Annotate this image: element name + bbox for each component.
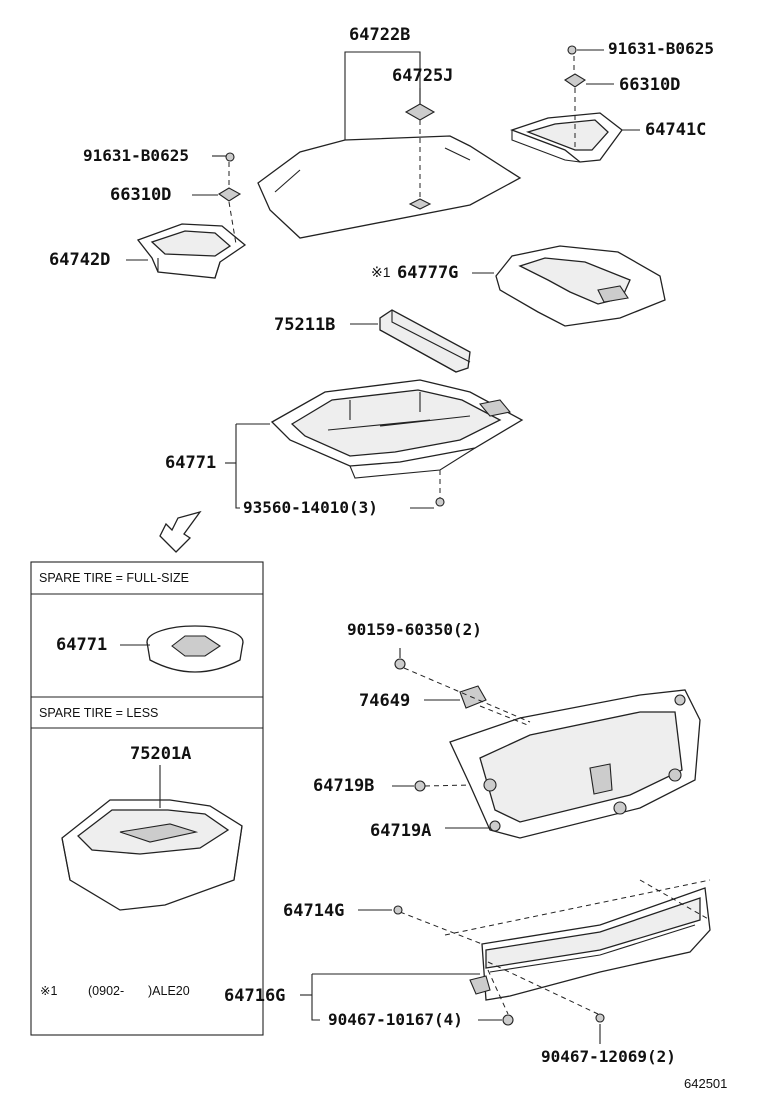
screws-bottom xyxy=(358,905,605,1044)
label-64722B: 64722B xyxy=(349,25,411,45)
label-75211B: 75211B xyxy=(274,315,336,335)
footnote-mark: ※1 xyxy=(40,984,58,998)
screw-right xyxy=(563,45,640,148)
label-90159: 90159-60350(2) xyxy=(347,620,482,639)
screw-left xyxy=(126,152,242,261)
diagram-id: 642501 xyxy=(684,1076,728,1091)
label-91631-right: 91631-B0625 xyxy=(608,39,714,58)
inset-label-75201A: 75201A xyxy=(130,744,192,764)
bolt-90159 xyxy=(394,648,531,723)
label-64719B: 64719B xyxy=(313,776,375,796)
cover-64777G xyxy=(472,245,666,327)
label-64716G: 64716G xyxy=(224,986,286,1006)
label-66310D-right: 66310D xyxy=(619,75,681,95)
leader-64722B xyxy=(344,51,421,140)
footnote-model: )ALE20 xyxy=(148,984,190,998)
lid-panel-64719A xyxy=(445,689,701,839)
label-74649: 74649 xyxy=(359,691,411,711)
inset-box xyxy=(30,561,264,1036)
clip-74649 xyxy=(424,685,531,727)
tray-64771 xyxy=(270,379,524,507)
bracket-75211B xyxy=(350,309,471,373)
label-93560: 93560-14010(3) xyxy=(243,498,378,517)
label-66310D-left: 66310D xyxy=(110,185,172,205)
label-64719A: 64719A xyxy=(370,821,432,841)
sill-plate-64716G xyxy=(399,879,711,1015)
label-64714G: 64714G xyxy=(283,901,345,921)
leader-64716G xyxy=(300,973,480,1021)
footnote-range: (0902- xyxy=(88,984,125,998)
clip-64719B xyxy=(392,780,471,792)
label-64771: 64771 xyxy=(165,453,217,473)
label-90467-10167: 90467-10167(4) xyxy=(328,1010,463,1029)
arrow-icon xyxy=(159,510,202,553)
leader-64771 xyxy=(225,423,434,509)
label-64741C: 64741C xyxy=(645,120,707,140)
inset-tray-small xyxy=(120,625,244,673)
inset-header-less: SPARE TIRE = LESS xyxy=(39,706,159,720)
label-90467-12069: 90467-12069(2) xyxy=(541,1047,676,1066)
side-box-left xyxy=(136,223,247,279)
inset-tray-large xyxy=(61,765,243,911)
clip-64725J xyxy=(404,88,436,210)
label-64725J: 64725J xyxy=(392,66,454,86)
label-91631-left: 91631-B0625 xyxy=(83,146,189,165)
label-64777G: 64777G xyxy=(397,263,459,283)
inset-label-64771: 64771 xyxy=(56,635,108,655)
inset-header-full-size: SPARE TIRE = FULL-SIZE xyxy=(39,571,189,585)
trunk-mat xyxy=(257,135,522,239)
side-box-right xyxy=(510,112,623,163)
footnote-mark-64777G: ※1 xyxy=(371,264,391,280)
label-64742D: 64742D xyxy=(49,250,111,270)
